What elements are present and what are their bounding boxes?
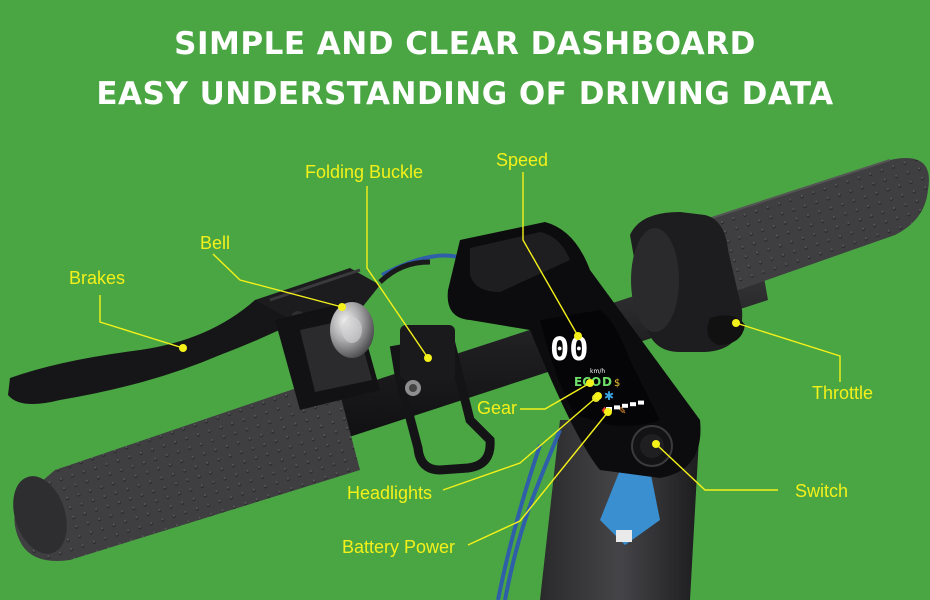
headline-line-2: EASY UNDERSTANDING OF DRIVING DATA bbox=[96, 76, 834, 112]
wrench-icon: ✎ bbox=[618, 406, 626, 417]
callout-switch: Switch bbox=[795, 481, 849, 501]
battery-segment bbox=[614, 405, 620, 410]
folding-buckle bbox=[389, 325, 495, 475]
callout-bell: Bell bbox=[200, 233, 231, 253]
right-grip bbox=[689, 158, 929, 300]
callout-leader-lines bbox=[99, 172, 841, 546]
callout-throttle: Throttle bbox=[812, 383, 874, 403]
gear-indicator: D bbox=[602, 375, 612, 389]
speed-readout: 00 bbox=[550, 330, 589, 368]
dashboard-screen: 00 km/h ECO D $ ✱ ♦ ✎ bbox=[540, 310, 660, 426]
bluetooth-icon: ✱ bbox=[604, 389, 614, 403]
battery-segment bbox=[622, 403, 628, 408]
callout-gear: Gear bbox=[477, 398, 518, 418]
logo-sticker bbox=[600, 470, 660, 545]
callout-headlights: Headlights bbox=[347, 483, 433, 503]
dollar-icon: $ bbox=[614, 378, 620, 389]
callout-folding-buckle: Folding Buckle bbox=[305, 162, 424, 182]
battery-segment bbox=[630, 402, 636, 407]
bell bbox=[330, 302, 374, 358]
callout-dots bbox=[179, 303, 740, 448]
headline-line-1: SIMPLE AND CLEAR DASHBOARD bbox=[174, 26, 756, 62]
callout-battery-power: Battery Power bbox=[342, 537, 456, 557]
callout-brakes: Brakes bbox=[69, 268, 126, 288]
callout-speed: Speed bbox=[496, 150, 549, 170]
sticker-label bbox=[616, 530, 632, 542]
power-switch bbox=[631, 425, 673, 467]
speed-unit: km/h bbox=[590, 368, 605, 375]
left-grip bbox=[13, 375, 360, 561]
battery-segment bbox=[638, 400, 644, 405]
throttle-housing bbox=[630, 212, 745, 352]
